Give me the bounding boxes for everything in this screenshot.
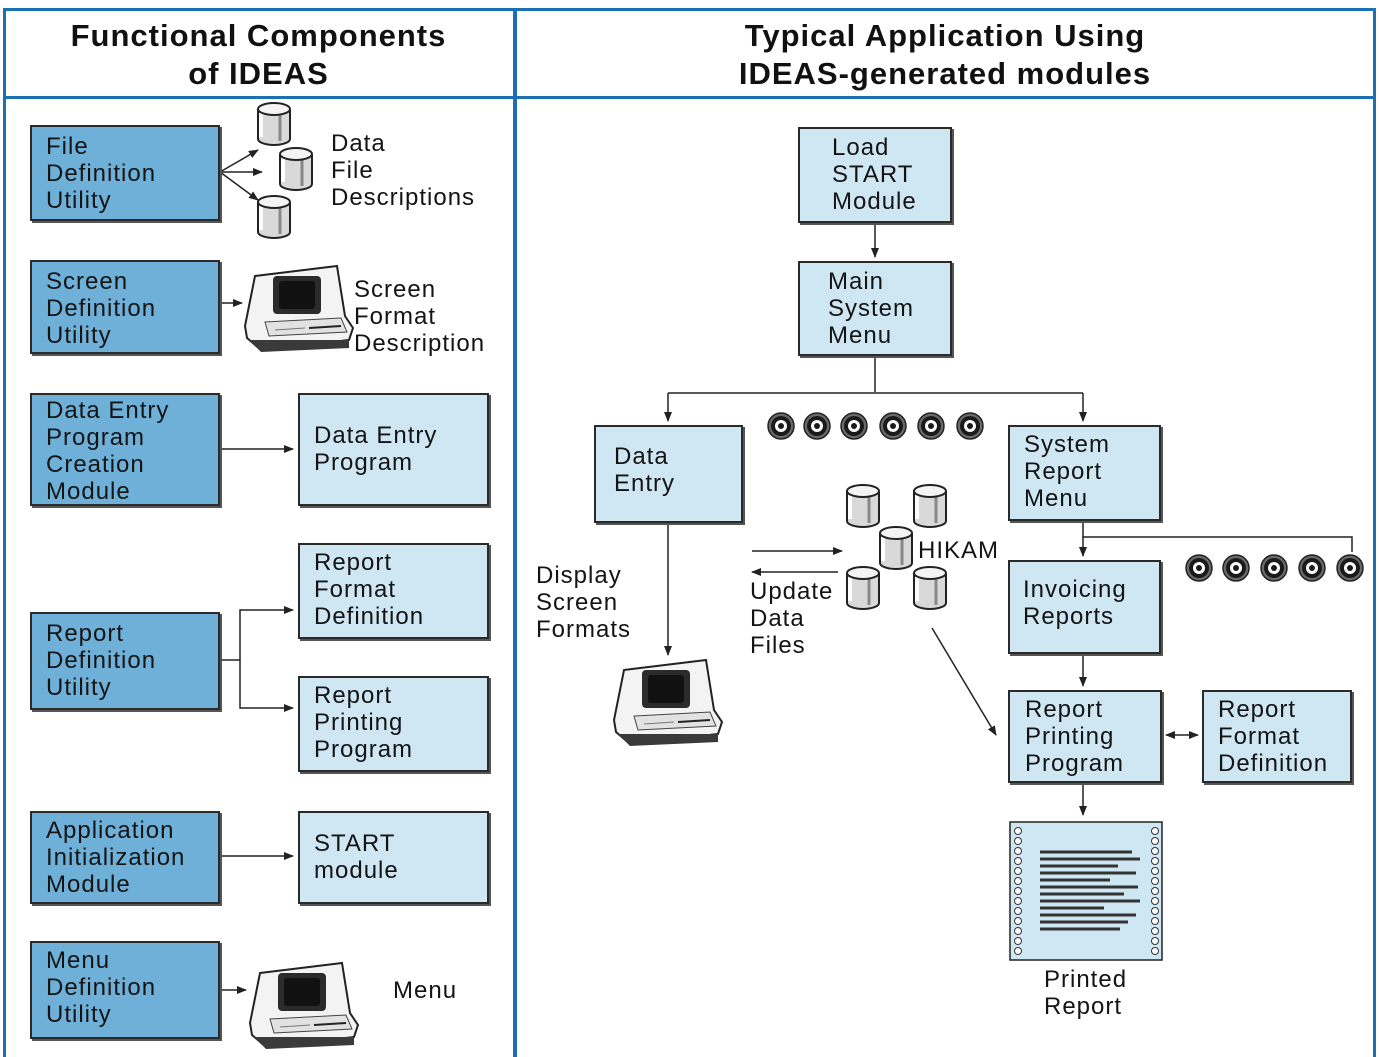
printed-report-label: Printed Report (1044, 966, 1128, 1020)
hikam-disk-icon (845, 483, 881, 529)
left-connectors (219, 149, 294, 994)
start-module-box: START module (298, 811, 489, 904)
hikam-disk-icon (912, 483, 948, 529)
hikam-disk-icon (878, 525, 914, 571)
menu-definition-utility-box: Menu Definition Utility (30, 941, 220, 1039)
panel-divider (513, 8, 517, 1057)
printed-report-icon (1009, 821, 1163, 961)
report-definition-utility-box: Report Definition Utility (30, 612, 220, 710)
data-file-disk-icon (256, 194, 292, 240)
report-printing-program-box-right: Report Printing Program (1008, 690, 1162, 783)
tape-reel-icon (1260, 554, 1288, 582)
data-file-disk-icon (256, 101, 292, 147)
tape-reel-icon (1185, 554, 1213, 582)
tape-reel-icon (1222, 554, 1250, 582)
tape-reel-icon (917, 412, 945, 440)
system-report-menu-box: System Report Menu (1008, 425, 1161, 521)
terminal-icon (249, 962, 359, 1050)
tape-reel-icon (1336, 554, 1364, 582)
menu-label: Menu (393, 977, 458, 1004)
data-file-disk-icon (278, 146, 314, 192)
tape-reel-icon (803, 412, 831, 440)
data-entry-box: Data Entry (594, 425, 743, 523)
right-connectors (664, 223, 1353, 816)
report-format-definition-box: Report Format Definition (298, 543, 489, 639)
update-data-files-label: Update Data Files (750, 578, 834, 659)
screen-definition-utility-box: Screen Definition Utility (30, 260, 220, 354)
display-screen-formats-label: Display Screen Formats (536, 562, 632, 643)
tape-reel-icon (840, 412, 868, 440)
report-format-definition-box-right: Report Format Definition (1202, 690, 1352, 783)
header-divider (3, 96, 1376, 99)
data-entry-program-creation-box: Data Entry Program Creation Module (30, 393, 220, 506)
data-file-descriptions-label: Data File Descriptions (331, 130, 476, 211)
hikam-disk-icon (845, 565, 881, 611)
hikam-disk-icon (912, 565, 948, 611)
data-entry-program-box: Data Entry Program (298, 393, 489, 506)
main-system-menu-box: Main System Menu (798, 261, 952, 356)
terminal-icon (244, 265, 354, 353)
right-panel-title: Typical Application Using IDEAS-generate… (738, 18, 1152, 91)
screen-format-description-label: Screen Format Description (354, 276, 486, 357)
terminal-icon (613, 659, 723, 747)
report-printing-program-box: Report Printing Program (298, 676, 489, 772)
outer-frame (3, 8, 1376, 1057)
invoicing-reports-box: Invoicing Reports (1008, 560, 1161, 654)
tape-reel-icon (1298, 554, 1326, 582)
left-panel-title: Functional Components of IDEAS (70, 18, 447, 91)
load-start-module-box: Load START Module (798, 127, 952, 223)
tape-reel-icon (879, 412, 907, 440)
application-initialization-module-box: Application Initialization Module (30, 811, 220, 904)
hikam-label: HIKAM (918, 537, 1000, 564)
tape-reel-icon (767, 412, 795, 440)
file-definition-utility-box: File Definition Utility (30, 125, 220, 221)
tape-reel-icon (956, 412, 984, 440)
